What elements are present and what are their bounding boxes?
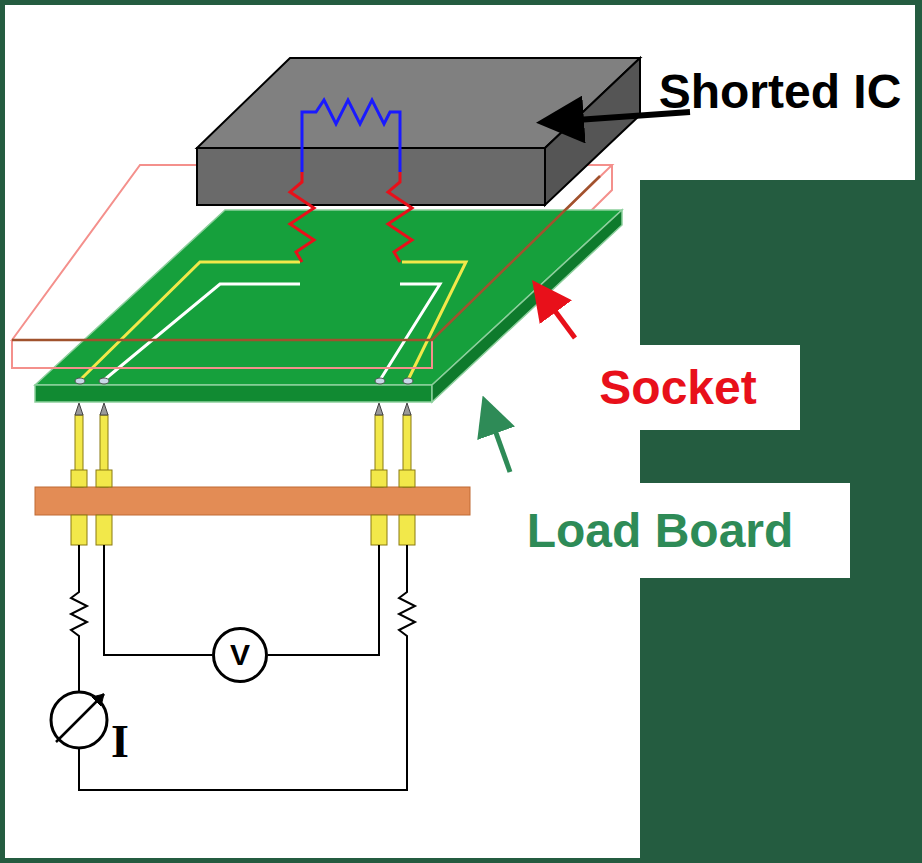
part-label: Shorted IC	[650, 64, 910, 119]
resistor-symbol	[302, 100, 400, 172]
part-label: Socket	[599, 360, 756, 415]
leader-arrow	[486, 405, 510, 472]
wire	[71, 545, 415, 790]
panel	[640, 5, 915, 180]
panel	[470, 483, 850, 578]
lead-resistance	[290, 172, 412, 262]
panel	[555, 345, 800, 430]
part-label: Load Board	[527, 503, 794, 558]
ic-package	[197, 58, 640, 205]
pad	[75, 378, 413, 384]
meter-symbol: V	[212, 627, 268, 683]
trace	[80, 262, 466, 380]
current-source-symbol	[51, 692, 107, 748]
leader-arrow	[538, 288, 575, 338]
pogo-pin	[35, 403, 470, 545]
symbol-label: I	[111, 716, 129, 769]
panel	[5, 5, 640, 858]
meter-letter: V	[230, 638, 250, 672]
